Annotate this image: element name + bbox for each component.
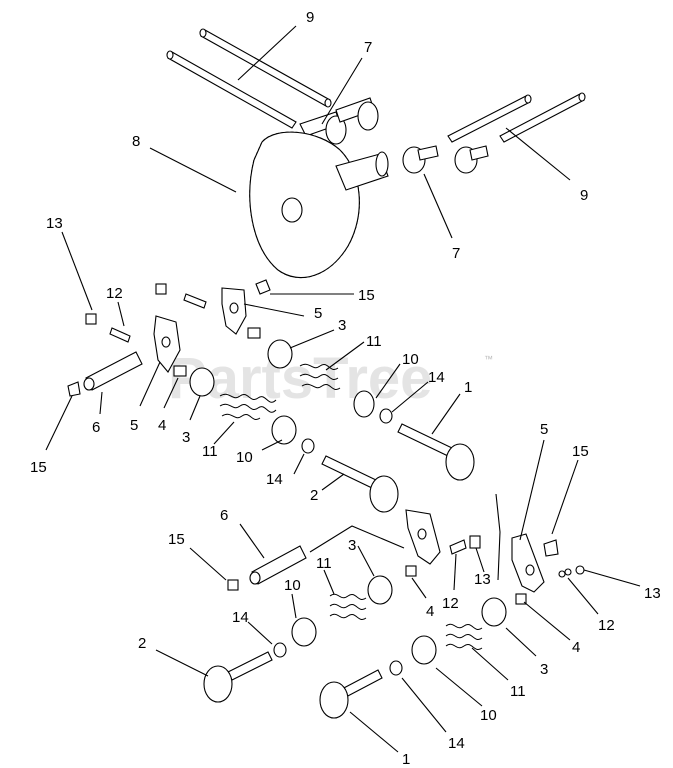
rocker-shaft-upper [83,351,143,391]
callout-14: 14 [266,471,283,488]
rocker-shaft-lower [249,545,307,585]
callout-9: 9 [580,187,588,204]
callout-numbers: 9 7 8 9 7 13 12 15 5 3 11 10 14 1 5 4 3 … [30,9,661,768]
valve-spring-upper-left [219,393,277,420]
callout-4: 4 [426,603,434,620]
callout-11: 11 [316,555,332,572]
callout-13: 13 [644,585,661,602]
exhaust-valve-upper [321,455,399,513]
callout-10: 10 [480,707,497,724]
callout-14: 14 [448,735,465,752]
callout-14: 14 [232,609,249,626]
callout-4: 4 [572,639,580,656]
callout-13: 13 [46,215,63,232]
valve-spring-upper-right [299,363,341,390]
push-rod-right-1 [447,94,532,143]
rocker-arm-upper-right [221,287,247,335]
camshaft-gear [249,131,389,279]
callout-13: 13 [474,571,491,588]
rocker-arm-lower-left [405,509,441,565]
callout-10: 10 [402,351,419,368]
nuts-upper [173,327,261,377]
callout-5: 5 [314,305,322,322]
callout-1: 1 [464,379,472,396]
callout-2: 2 [138,635,146,652]
callout-2: 2 [310,487,318,504]
small-parts-lower [227,535,585,605]
callout-6: 6 [220,507,228,524]
tappet-upper-1 [299,111,347,145]
tappet-right-2 [454,145,489,174]
callout-5: 5 [130,417,138,434]
intake-valve-upper [397,423,475,481]
watermark-trademark: ™ [484,354,493,364]
callout-7: 7 [364,39,372,56]
push-rod-upper-right [166,50,297,129]
callout-1: 1 [402,751,410,768]
callout-12: 12 [106,285,123,302]
callout-15: 15 [168,531,185,548]
valve-train-lower-left [203,575,393,703]
callout-3: 3 [338,317,346,334]
callout-4: 4 [158,417,166,434]
callout-11: 11 [202,443,218,460]
callout-3: 3 [348,537,356,554]
callout-12: 12 [598,617,615,634]
callout-7: 7 [452,245,460,262]
keeper-upper [301,408,393,454]
callout-9: 9 [306,9,314,26]
callout-3: 3 [540,661,548,678]
callout-15: 15 [30,459,47,476]
valve-train-lower-right [319,597,507,719]
callout-10: 10 [284,577,301,594]
callout-11: 11 [510,683,526,700]
callout-11: 11 [366,333,382,350]
spring-retainer-upper [189,339,293,397]
push-rod-right-2 [499,92,586,143]
callout-15: 15 [358,287,375,304]
callout-3: 3 [182,429,190,446]
callout-10: 10 [236,449,253,466]
callout-8: 8 [132,133,140,150]
callout-6: 6 [92,419,100,436]
tappet-right-1 [402,145,439,174]
tappet-upper-2 [335,97,379,131]
collar-upper [271,390,375,445]
rocker-arm-upper-left [153,315,181,373]
callout-12: 12 [442,595,459,612]
callout-14: 14 [428,369,445,386]
callout-15: 15 [572,443,589,460]
callout-5: 5 [540,421,548,438]
rocker-arm-lower-right [511,533,545,593]
leader-lines [45,25,641,753]
adjust-screws-upper [67,279,271,397]
push-rod-upper-left [199,28,332,108]
